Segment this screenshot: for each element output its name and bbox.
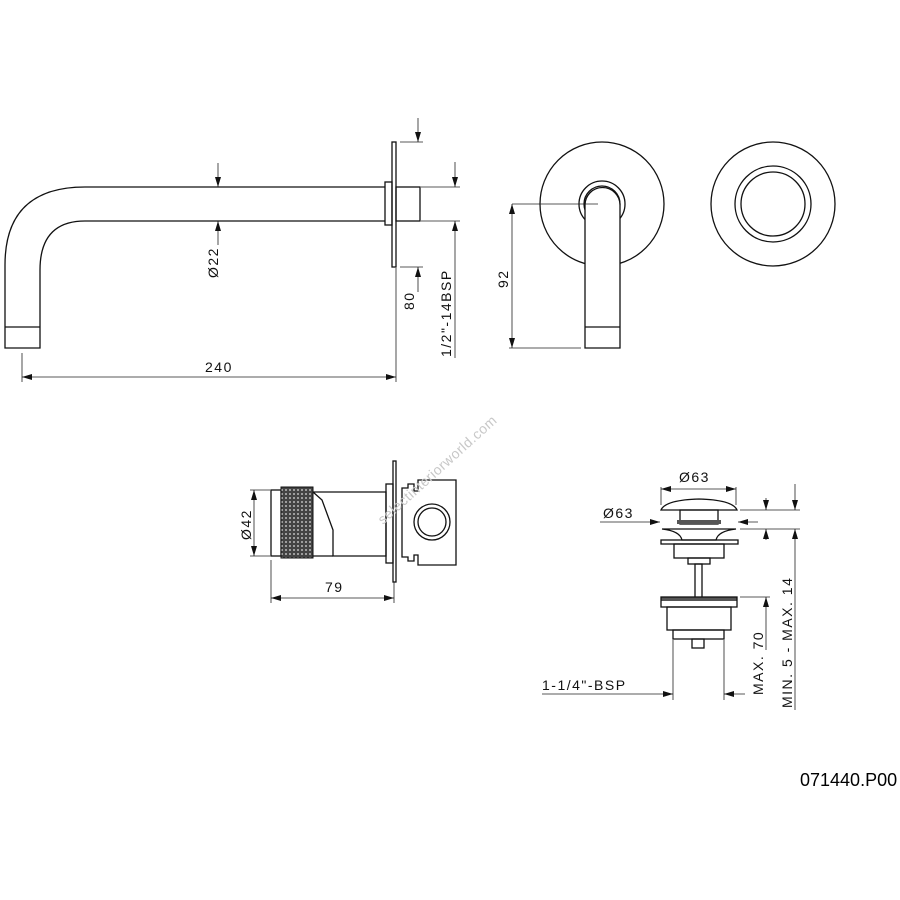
waste-thread-label: 1-1/4"-BSP [542, 677, 627, 693]
mixer-depth-label: 79 [325, 579, 344, 595]
plate-offset-label: 80 [401, 291, 417, 310]
cap-diameter-label: Ø63 [679, 469, 710, 485]
thickness-range-label: MIN. 5 - MAX. 14 [779, 577, 795, 708]
spout-diameter-label: Ø22 [205, 247, 221, 278]
max-length-label: MAX. 70 [750, 631, 766, 695]
mixer-side-view: Ø42 79 [238, 460, 457, 603]
spout-side-view: Ø22 80 1/2"-14BSP 240 [4, 118, 460, 382]
spout-front-view: 92 [495, 141, 665, 349]
flange-diameter-label: Ø63 [603, 505, 634, 521]
cover-plate-view [710, 141, 836, 267]
spout-height-label: 92 [495, 269, 511, 288]
spout-thread-label: 1/2"-14BSP [438, 269, 454, 357]
waste-drain-view: Ø63 Ø63 MIN. 5 - MAX. 14 MAX. 70 1-1/4"-… [542, 469, 800, 710]
mixer-diameter-label: Ø42 [238, 509, 254, 540]
product-code: 071440.P00 [800, 770, 897, 790]
spout-length-label: 240 [205, 359, 233, 375]
